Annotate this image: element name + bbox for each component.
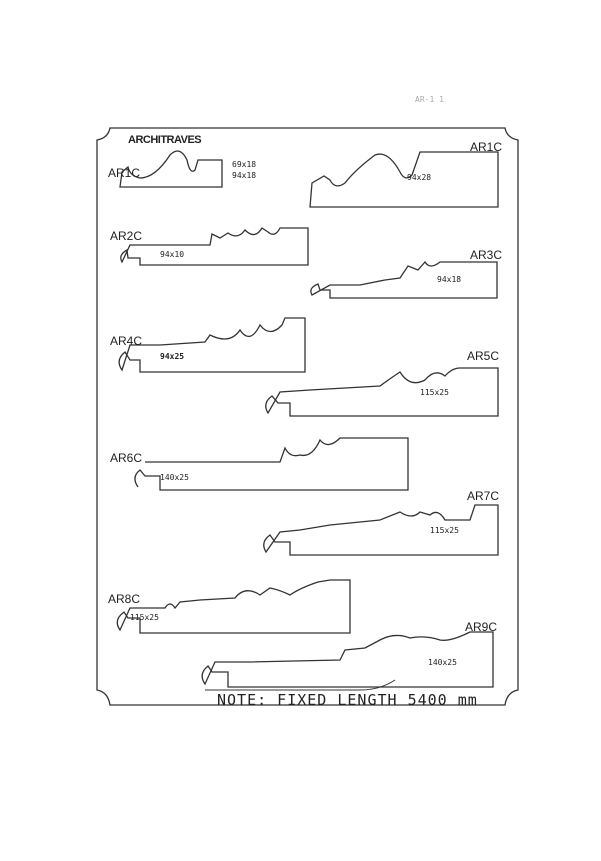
profile-ar3c <box>310 260 498 299</box>
note-underline <box>205 679 396 691</box>
profile-label: AR1C <box>108 166 141 180</box>
profile-ar1c-small <box>119 150 223 188</box>
profile-dimension: 115x25 <box>130 613 159 622</box>
profile-label: AR6C <box>110 451 143 465</box>
profile-dimension: 94x28 <box>407 173 432 182</box>
profile-dimension: 94x25 <box>160 352 185 361</box>
profile-ar9c <box>201 631 494 688</box>
profile-ar1c-large <box>309 151 499 208</box>
fixed-length-note: NOTE: FIXED LENGTH 5400 mm <box>217 691 478 709</box>
sheet-title: ARCHITRAVES <box>128 134 202 146</box>
profile-ar8c <box>116 579 351 634</box>
profile-label: AR4C <box>110 334 143 348</box>
profile-label: AR3C <box>470 248 503 262</box>
profile-label: AR7C <box>467 489 500 503</box>
profile-ar4c <box>118 317 306 373</box>
profile-dimension: 69x18 <box>232 160 257 169</box>
profile-label: AR5C <box>467 349 500 363</box>
profile-ar2c <box>120 227 309 266</box>
profile-label: AR8C <box>108 592 141 606</box>
profile-dimension: 140x25 <box>160 473 189 482</box>
profile-ar7c <box>263 504 499 556</box>
profile-label: AR1C <box>470 140 503 154</box>
profile-dimension: 115x25 <box>430 526 459 535</box>
profile-ar5c <box>265 367 499 417</box>
profile-label: AR9C <box>465 620 498 634</box>
profile-dimension: 94x10 <box>160 250 185 259</box>
profile-dimension: 140x25 <box>428 658 457 667</box>
profile-dimension: 94x18 <box>437 275 462 284</box>
header-faint-text: AR-1 1 <box>415 95 444 104</box>
profile-dimension: 94x18 <box>232 171 257 180</box>
sheet-frame <box>96 127 519 706</box>
profile-ar6c <box>134 437 409 491</box>
profile-label: AR2C <box>110 229 143 243</box>
profile-dimension: 115x25 <box>420 388 449 397</box>
